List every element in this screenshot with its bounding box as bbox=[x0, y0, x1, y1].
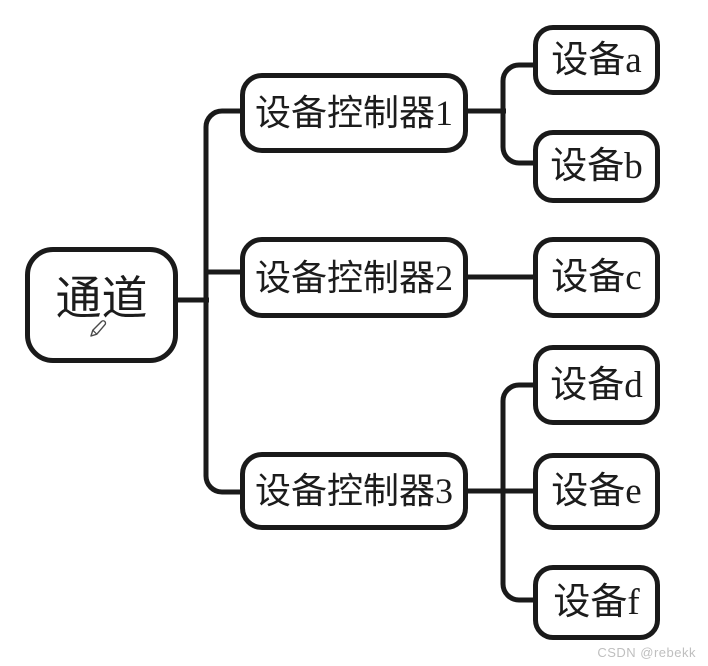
node-channel: 通道 bbox=[25, 247, 178, 363]
node-device-controller-1: 设备控制器1 bbox=[240, 73, 468, 153]
node-device-a-label: 设备a bbox=[551, 39, 642, 81]
node-device-controller-3-label: 设备控制器3 bbox=[254, 471, 453, 511]
node-device-controller-2: 设备控制器2 bbox=[240, 237, 468, 318]
node-device-controller-3: 设备控制器3 bbox=[240, 452, 468, 530]
node-device-d-label: 设备d bbox=[550, 364, 643, 406]
csdn-watermark: CSDN @rebekk bbox=[597, 645, 696, 660]
connector-branch-ab bbox=[500, 62, 536, 166]
node-device-e-label: 设备e bbox=[551, 471, 642, 512]
node-channel-label: 通道 bbox=[55, 273, 148, 324]
connector-branch-df bbox=[500, 382, 536, 603]
node-device-b: 设备b bbox=[533, 130, 660, 203]
node-device-c: 设备c bbox=[533, 237, 660, 318]
node-device-f-label: 设备f bbox=[553, 582, 640, 623]
node-device-controller-2-label: 设备控制器2 bbox=[254, 257, 453, 298]
node-device-d: 设备d bbox=[533, 345, 660, 425]
node-device-controller-1-label: 设备控制器1 bbox=[254, 93, 453, 133]
node-device-e: 设备e bbox=[533, 453, 660, 530]
node-device-b-label: 设备b bbox=[550, 146, 643, 187]
node-device-a: 设备a bbox=[533, 25, 660, 95]
node-device-f: 设备f bbox=[533, 565, 660, 640]
connector-main-trunk bbox=[203, 108, 243, 495]
edit-pencil-icon bbox=[90, 320, 107, 337]
node-device-c-label: 设备c bbox=[551, 257, 642, 298]
